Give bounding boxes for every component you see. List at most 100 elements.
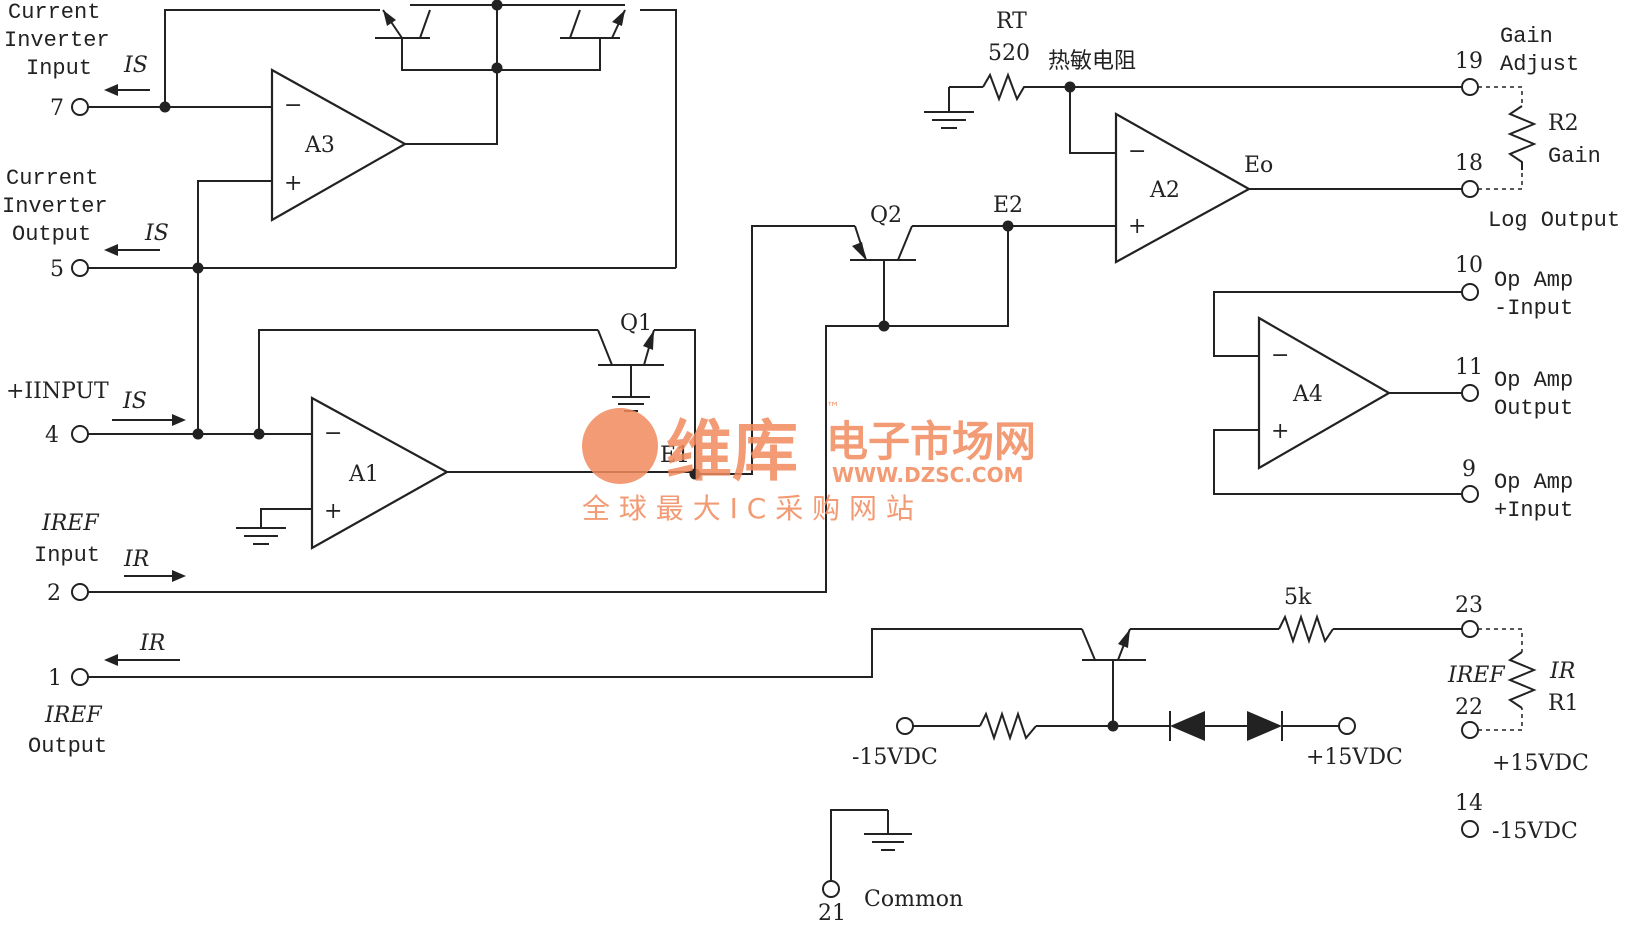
resistor-5k	[1278, 613, 1334, 645]
watermark: 维库 ™ 电子市场网 WWW.DZSC.COM 全 球 最 大 I C 采 购 …	[582, 400, 1036, 525]
svg-text:IREF: IREF	[41, 511, 99, 536]
q1-label: Q1	[620, 311, 652, 336]
r2-labels: R2 Gain	[1548, 111, 1601, 169]
pin-23-number: 23	[1455, 593, 1483, 618]
pin-2-label: IREF Input 2 IR	[34, 511, 149, 606]
transistor-pair	[375, 9, 626, 39]
svg-text:−: −	[1128, 139, 1146, 164]
svg-text:Op Amp: Op Amp	[1494, 368, 1573, 393]
svg-text:-Input: -Input	[1494, 296, 1573, 321]
ground-common	[864, 810, 912, 851]
resistor-r1	[1507, 651, 1537, 709]
pin-4-label: +IINPUT 4 IS	[6, 379, 147, 448]
pin-circles	[71, 78, 1479, 898]
e2-label: E2	[993, 193, 1023, 218]
eo-label: Eo	[1244, 153, 1273, 178]
resistor-neg-supply	[979, 710, 1037, 742]
transistor-q2	[850, 225, 916, 261]
svg-text:IREF: IREF	[1447, 663, 1505, 688]
svg-text:Gain: Gain	[1500, 24, 1553, 49]
r1-labels: IREF IR R1	[1447, 659, 1579, 716]
e1-label: E1	[660, 443, 690, 468]
ground-rt	[924, 111, 974, 129]
opamp-a2: A2 − +	[1114, 112, 1252, 264]
svg-text:Adjust: Adjust	[1500, 52, 1579, 77]
pin-18-number: 18	[1455, 151, 1483, 176]
resistor-r2	[1507, 105, 1537, 170]
svg-text:Current: Current	[6, 166, 98, 191]
pin-9-number: 9	[1462, 457, 1476, 482]
svg-text:热敏电阻: 热敏电阻	[1048, 49, 1136, 74]
pin-10-label: 10 Op Amp -Input	[1455, 253, 1573, 321]
opamp-a2-label: A2	[1149, 178, 1180, 203]
svg-text:™: ™	[826, 400, 840, 416]
pin-9-label: 9 Op Amp +Input	[1462, 457, 1573, 523]
pin-14-label: 14 -15VDC	[1455, 791, 1578, 844]
current-arrows	[104, 84, 186, 666]
svg-text:520: 520	[988, 41, 1030, 66]
pin-21-number: 21	[818, 901, 846, 926]
pin-5-label: Current Inverter Output 5 IS	[2, 166, 169, 282]
svg-text:+IINPUT: +IINPUT	[6, 379, 109, 404]
pin-1-label: 1 IR IREF Output	[28, 631, 165, 759]
r5k-label: 5k	[1284, 585, 1312, 610]
svg-text:Current: Current	[8, 0, 100, 25]
opamp-a3: A3 − +	[270, 68, 408, 222]
pin-2-number: 2	[47, 581, 61, 606]
dashed-links	[1478, 86, 1523, 731]
opamp-a3-label: A3	[304, 133, 335, 158]
svg-text:Output: Output	[12, 222, 91, 247]
current-is-4: IS	[122, 389, 147, 414]
wiring	[88, 4, 1470, 885]
ground-a1	[236, 527, 286, 545]
q2-label: Q2	[870, 203, 902, 228]
opamp-a4: A4 − +	[1257, 316, 1392, 470]
svg-text:Input: Input	[26, 56, 92, 81]
svg-text:-15VDC: -15VDC	[1492, 819, 1578, 844]
transistor-iref	[1081, 628, 1146, 661]
junction-dots	[159, 0, 1119, 732]
current-is-5: IS	[144, 221, 169, 246]
svg-text:−: −	[1271, 343, 1289, 368]
pin-19-number: 19	[1455, 49, 1483, 74]
svg-text:全 球 最 大 I C 采 购 网 站: 全 球 最 大 I C 采 购 网 站	[582, 492, 914, 525]
pin-7-label: Current Inverter Input 7 IS	[4, 0, 148, 121]
thermistor-rt	[982, 72, 1028, 102]
svg-text:RT: RT	[996, 9, 1027, 34]
pin-14-number: 14	[1455, 791, 1483, 816]
svg-text:Common: Common	[864, 887, 963, 912]
current-ir-1: IR	[139, 631, 165, 656]
svg-text:Log Output: Log Output	[1488, 208, 1620, 233]
opamp-a4-label: A4	[1292, 382, 1323, 407]
svg-text:Gain: Gain	[1548, 144, 1601, 169]
pos-supply-label: +15VDC	[1306, 745, 1403, 770]
svg-text:WWW.DZSC.COM: WWW.DZSC.COM	[832, 463, 1024, 487]
svg-text:−: −	[324, 421, 342, 446]
svg-text:Output: Output	[28, 734, 107, 759]
pin-10-number: 10	[1455, 253, 1483, 278]
opamp-a1: A1 − +	[310, 396, 450, 550]
svg-text:Op Amp: Op Amp	[1494, 470, 1573, 495]
pin-18-label: 18 Log Output	[1455, 151, 1620, 233]
svg-text:+Input: +Input	[1494, 498, 1573, 523]
svg-text:R1: R1	[1548, 691, 1579, 716]
svg-text:Op Amp: Op Amp	[1494, 268, 1573, 293]
svg-text:R2: R2	[1548, 111, 1579, 136]
svg-text:+: +	[1128, 214, 1146, 239]
svg-text:维库: 维库	[666, 413, 798, 490]
pin-5-number: 5	[50, 257, 64, 282]
pin-7-number: 7	[50, 96, 64, 121]
svg-text:IR: IR	[1549, 659, 1575, 684]
neg-supply-label: -15VDC	[852, 745, 938, 770]
pin-11-number: 11	[1455, 355, 1483, 380]
svg-text:Inverter: Inverter	[4, 28, 110, 53]
watermark-logo-icon	[582, 408, 658, 484]
svg-text:+15VDC: +15VDC	[1492, 751, 1589, 776]
svg-text:电子市场网: 电子市场网	[826, 417, 1036, 466]
current-is-7: IS	[123, 53, 148, 78]
svg-text:IREF: IREF	[44, 703, 102, 728]
svg-text:Inverter: Inverter	[2, 194, 108, 219]
svg-text:Output: Output	[1494, 396, 1573, 421]
pin-22-number: 22	[1455, 695, 1483, 720]
pin-11-label: 11 Op Amp Output	[1455, 355, 1573, 421]
